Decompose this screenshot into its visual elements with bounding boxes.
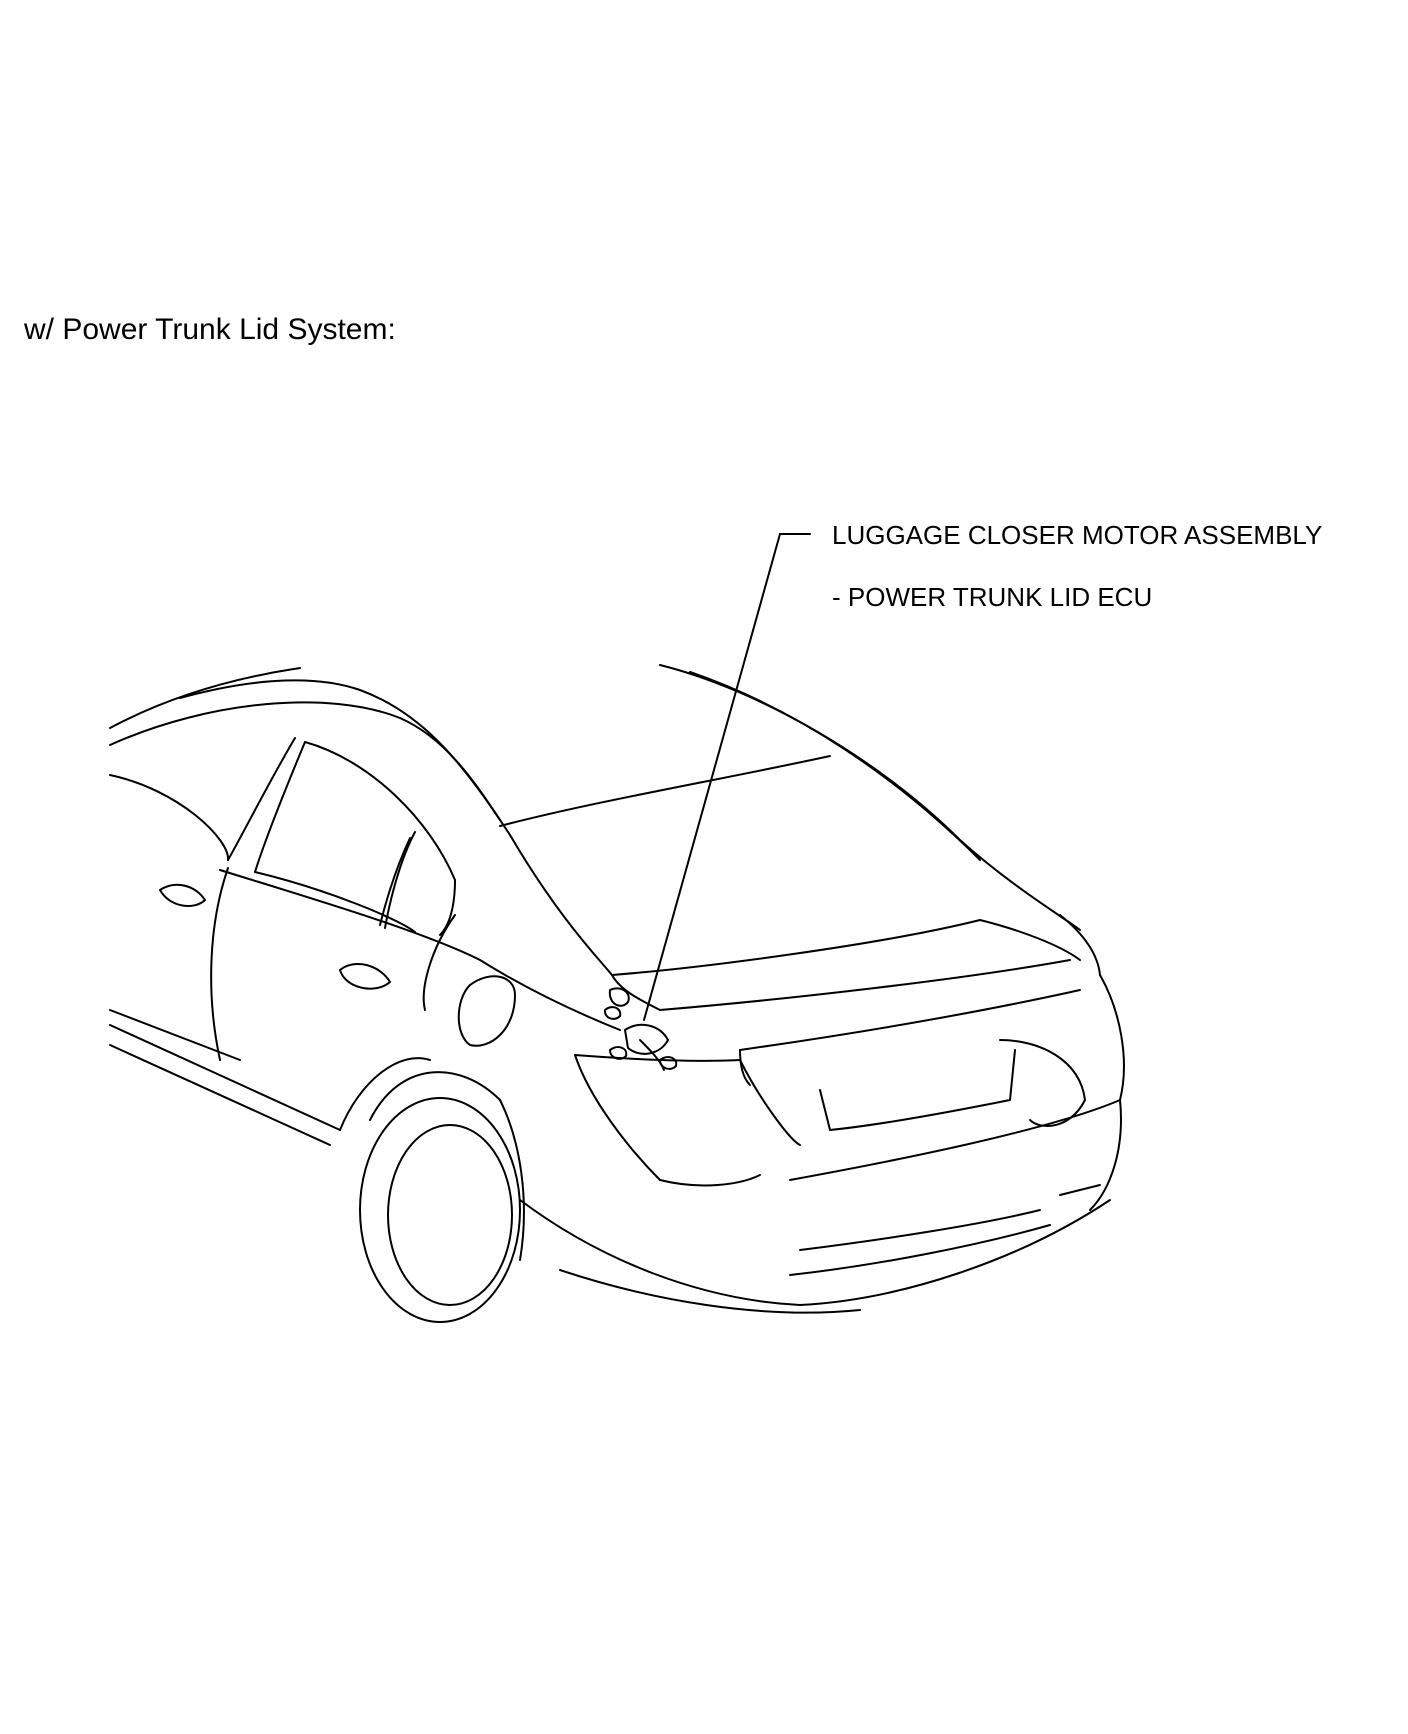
callout-label-luggage-closer-motor: LUGGAGE CLOSER MOTOR ASSEMBLY: [832, 520, 1323, 550]
fuel-door: [457, 975, 516, 1047]
doors-and-handles: [109, 867, 481, 1061]
car-roof-outline: [109, 664, 1081, 976]
leader-line: [643, 533, 811, 1021]
rear-window-and-trunk: [611, 914, 1101, 1086]
side-windows: [109, 737, 456, 936]
luggage-closer-motor-component: [603, 987, 678, 1071]
rear-wheel: [359, 1071, 525, 1323]
lower-body-lines: [109, 959, 1125, 1314]
section-heading: w/ Power Trunk Lid System:: [24, 313, 396, 346]
callout-label-power-trunk-lid-ecu: - POWER TRUNK LID ECU: [832, 582, 1153, 612]
